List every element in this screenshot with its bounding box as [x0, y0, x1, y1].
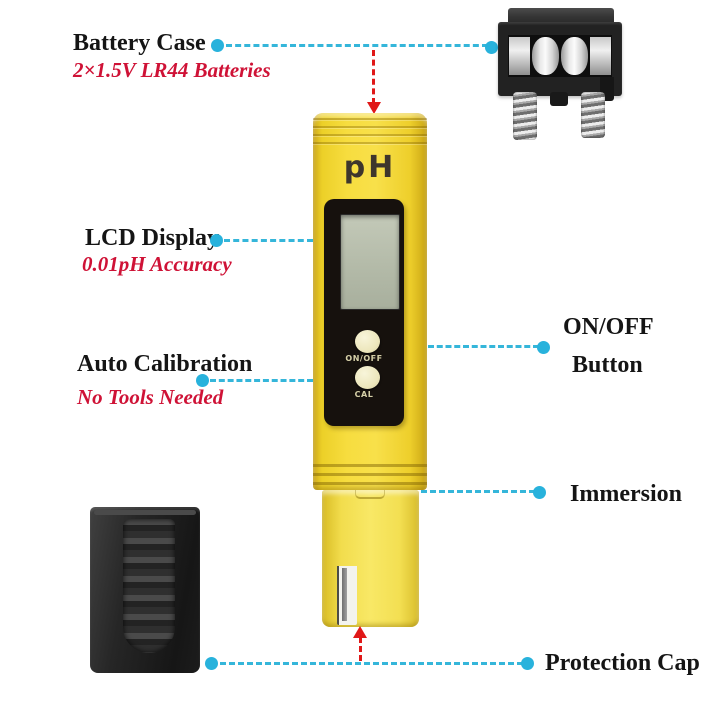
onoff-dot — [537, 341, 550, 354]
meter-bottom-rings — [313, 458, 427, 490]
cal-button-label: CAL — [354, 390, 374, 399]
battery-contact-plate-left — [509, 37, 531, 75]
battery-location-arrow-shaft — [372, 50, 375, 104]
lcd-display-connector-line — [224, 239, 313, 242]
protection-cap-image — [90, 507, 200, 673]
lcd-screen — [340, 214, 400, 310]
probe-electrode — [342, 568, 347, 621]
battery-spring-contact-left — [513, 92, 537, 140]
protection-cap-dot-left — [205, 657, 218, 670]
cap-probe-slot — [337, 566, 357, 625]
lr44-battery-1 — [532, 37, 559, 75]
battery-case-connector-line — [226, 44, 488, 47]
battery-case-label: Battery Case — [73, 30, 206, 56]
battery-case-note: 2×1.5V LR44 Batteries — [73, 58, 271, 82]
lr44-battery-2 — [561, 37, 588, 75]
lcd-display-label: LCD Display — [85, 225, 220, 251]
lcd-display-note: 0.01pH Accuracy — [82, 252, 232, 276]
auto-calibration-note: No Tools Needed — [77, 385, 224, 409]
battery-spring-contact-right — [581, 92, 605, 138]
battery-case-latch — [550, 92, 568, 106]
onoff-connector-line — [428, 345, 539, 348]
cap-notch — [355, 490, 385, 499]
battery-case-opening — [508, 35, 612, 77]
protection-cap-box — [90, 507, 200, 673]
auto-calibration-label: Auto Calibration — [77, 351, 253, 377]
battery-contact-plate-right — [589, 37, 611, 75]
cap-location-arrow-shaft — [359, 637, 362, 661]
protection-cap-connector-line — [220, 662, 523, 665]
onoff-button-label: ON/OFF — [345, 354, 383, 363]
protection-cap-rim — [94, 510, 196, 515]
meter-protection-cap-on-probe — [322, 490, 419, 627]
protection-cap-dot-right — [521, 657, 534, 670]
battery-case-housing — [498, 22, 622, 106]
battery-case-dot-left — [211, 39, 224, 52]
meter-brand-text: pH — [343, 150, 397, 185]
meter-front-panel: ON/OFF CAL — [324, 199, 404, 426]
battery-case-image — [490, 4, 635, 144]
battery-case-dot-right — [485, 41, 498, 54]
auto-calibration-dot — [196, 374, 209, 387]
meter-top-grip-ribs — [313, 118, 427, 148]
onoff-button — [355, 330, 380, 353]
protection-cap-label: Protection Cap — [545, 650, 700, 676]
cap-location-arrow-head — [353, 626, 367, 638]
immersion-dot — [533, 486, 546, 499]
lcd-display-dot — [210, 234, 223, 247]
onoff-callout-line2: Button — [572, 352, 643, 378]
onoff-callout-line1: ON/OFF — [563, 314, 654, 340]
immersion-connector-line — [421, 490, 535, 493]
immersion-label: Immersion — [570, 481, 682, 507]
battery-location-arrow-head — [367, 102, 381, 114]
auto-calibration-connector-line — [210, 379, 313, 382]
cal-button — [355, 366, 380, 389]
protection-cap-grip-ribs — [123, 519, 175, 653]
